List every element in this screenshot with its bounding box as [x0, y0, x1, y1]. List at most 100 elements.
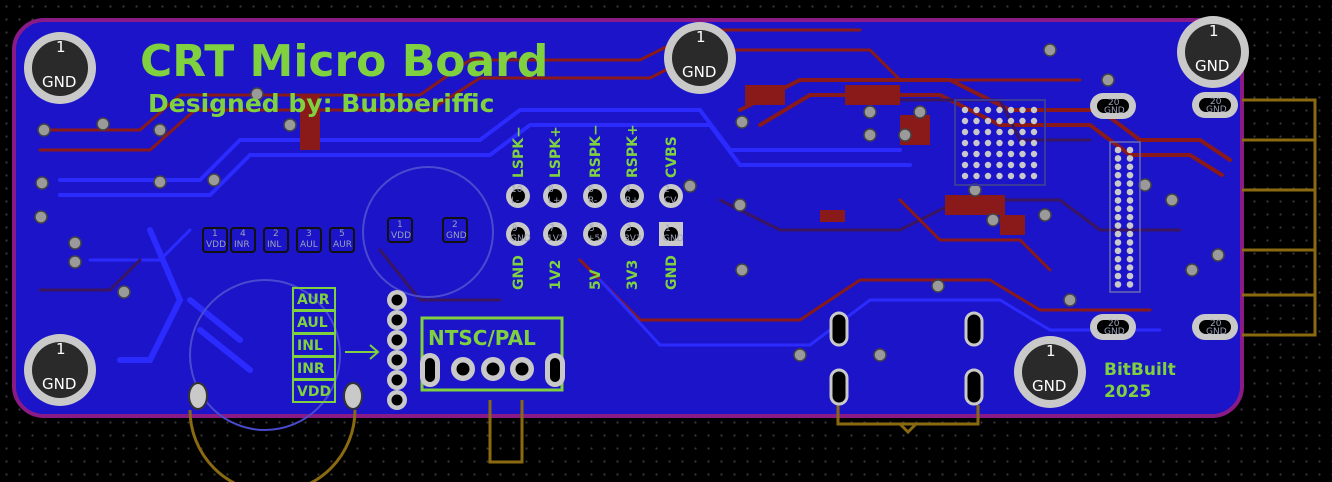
- fpc-pad: [1126, 155, 1134, 162]
- pad-name: VDD: [391, 231, 411, 241]
- fpc-pad: [1126, 197, 1134, 204]
- svg-text:VDD: VDD: [297, 384, 331, 400]
- header-pin: 6R-: [583, 184, 607, 208]
- gnd-small-pads: [188, 382, 363, 410]
- bga-ball: [961, 117, 969, 125]
- pin-hole: [391, 334, 403, 346]
- ntsc-pal-jumper: [420, 353, 565, 387]
- pin-hole: [391, 374, 403, 386]
- fpc-pad: [1114, 255, 1122, 263]
- pad-name: AUL: [300, 240, 318, 250]
- pin-hole: [391, 394, 403, 406]
- fpc-outline: [1109, 141, 1141, 293]
- fpc-pad: [1114, 239, 1122, 246]
- header-bottom-label: 5V: [588, 269, 604, 290]
- pin-name: 3V3: [624, 234, 642, 244]
- pin-name: R-: [588, 196, 597, 206]
- bottom-courtyards: [188, 400, 980, 482]
- bga-ball: [1019, 139, 1026, 147]
- pin-name: L-: [511, 196, 519, 206]
- fpc-pad: [1126, 188, 1134, 196]
- pad-name: GND: [1206, 105, 1227, 115]
- hole-number: 1: [1209, 22, 1219, 40]
- pin-number: 10: [511, 185, 523, 195]
- svg-text:AUL: AUL: [297, 315, 328, 331]
- bga-ball: [1007, 172, 1015, 180]
- bga-ball: [984, 139, 992, 147]
- ntsc-pal-box: [420, 316, 564, 392]
- brand-name: BitBuilt: [1104, 360, 1176, 380]
- bga-ball: [1019, 128, 1026, 136]
- bga-ball: [984, 161, 992, 169]
- bga-ball: [1019, 117, 1026, 125]
- bga-ball: [996, 117, 1003, 125]
- hole-label: GND: [1032, 377, 1066, 395]
- pin-hole: [391, 294, 403, 306]
- bga-ball: [961, 139, 969, 147]
- board-designer: Designed by: Bubberiffic: [148, 89, 495, 118]
- header-pin: 2CV: [659, 184, 683, 208]
- fpc-pad: [1126, 146, 1134, 154]
- bga-ball: [1019, 172, 1026, 180]
- copper-traces: [38, 28, 1232, 373]
- pin-name: 1V2: [547, 234, 565, 244]
- fpc-pad: [1114, 213, 1122, 221]
- audio-pin-column: [387, 290, 407, 410]
- pad-number: 5: [339, 229, 345, 239]
- bga-ball: [984, 106, 992, 114]
- fpc-pad: [1126, 171, 1134, 179]
- board-outline: [12, 18, 1244, 418]
- bga-ball: [1030, 172, 1038, 180]
- signal-label: AUR: [292, 287, 336, 311]
- vias: [34, 43, 1225, 362]
- pad-name: AUR: [333, 240, 352, 250]
- pad-name: GND: [1104, 106, 1125, 116]
- pin-number: 5: [589, 224, 595, 234]
- jumper-hole: [456, 362, 470, 376]
- bga-ball: [973, 150, 980, 158]
- fpc-pad: [1126, 281, 1134, 288]
- fpc-pad: [1114, 230, 1122, 238]
- jumper-hole: [515, 362, 529, 376]
- header-top-label: RSPK+: [625, 124, 641, 178]
- fpc-pad: [1114, 171, 1122, 179]
- header-bottom-label: GND: [664, 255, 680, 290]
- bga-ball: [973, 128, 980, 136]
- hole-label: GND: [42, 375, 76, 393]
- hole-label: GND: [42, 73, 76, 91]
- hole-label: GND: [682, 63, 716, 81]
- fpc-pad: [1114, 222, 1122, 229]
- pin-number: 1: [665, 224, 671, 234]
- bga-ball: [973, 161, 980, 169]
- header-pin: 4R+: [620, 184, 644, 208]
- header-bottom-label: 1V2: [548, 260, 564, 290]
- fpc-pad: [1114, 197, 1122, 204]
- pin-number: 4: [625, 185, 631, 195]
- header-pin: 10L-: [506, 184, 530, 208]
- pad-name: GND: [1104, 327, 1125, 337]
- fpc-pad: [1126, 180, 1134, 187]
- hole-label: GND: [1195, 57, 1229, 75]
- fpc-pad: [1126, 255, 1134, 263]
- fpc-pad: [1126, 163, 1134, 171]
- header-bottom-label: GND: [511, 255, 527, 290]
- pad-number: 1: [397, 220, 403, 230]
- bga-ball: [1030, 117, 1038, 125]
- bga-ball: [973, 172, 980, 180]
- usb-connector-slots: [829, 311, 984, 406]
- bga-ball: [1007, 128, 1015, 136]
